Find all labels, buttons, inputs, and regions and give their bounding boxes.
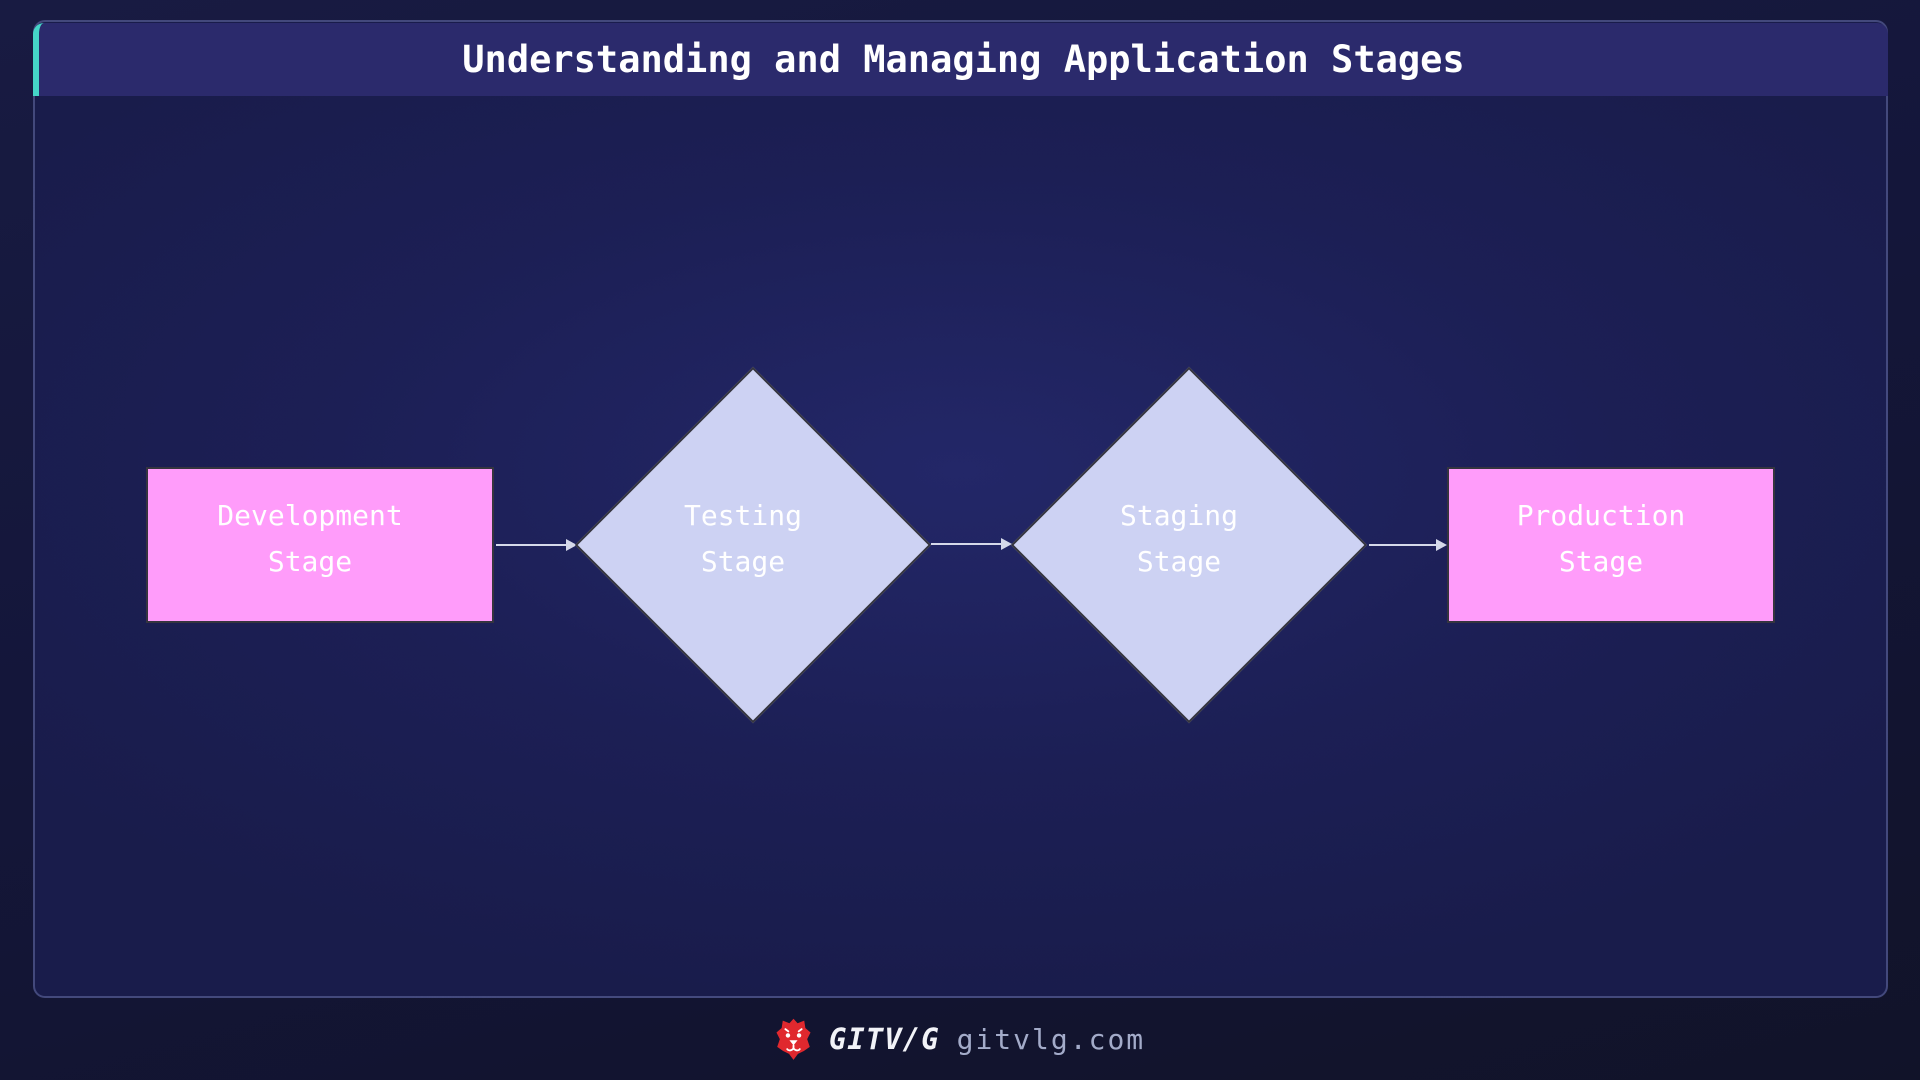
node-production-label: Production Stage — [1517, 493, 1686, 585]
title-bar: Understanding and Managing Application S… — [33, 23, 1888, 96]
node-label-line: Production — [1516, 499, 1686, 532]
node-development-label: Development Stage — [217, 493, 402, 585]
node-staging-label: Staging Stage — [1001, 361, 1357, 717]
node-label-line: Testing — [683, 499, 802, 532]
node-label-line: Stage — [1136, 545, 1222, 578]
node-label-line: Stage — [700, 545, 786, 578]
edge-line — [496, 544, 567, 546]
arrowhead-icon — [1436, 539, 1447, 551]
node-staging-stage: Staging Stage — [1010, 366, 1368, 724]
lion-icon — [776, 1018, 811, 1060]
node-testing-stage: Testing Stage — [574, 366, 932, 724]
node-label-line: Stage — [267, 545, 353, 578]
node-development-stage: Development Stage — [146, 467, 494, 623]
brand-domain: gitvlg.com — [956, 1022, 1146, 1056]
node-label-line: Development — [217, 499, 403, 532]
arrowhead-icon — [566, 539, 577, 551]
edge-line — [1369, 544, 1437, 546]
node-testing-label: Testing Stage — [565, 361, 921, 717]
footer-watermark: GITV/G gitvlg.com — [0, 998, 1920, 1080]
brand-name: GITV/G — [828, 1022, 940, 1056]
node-production-stage: Production Stage — [1447, 467, 1775, 623]
node-label-line: Staging — [1119, 499, 1238, 532]
arrowhead-icon — [1001, 538, 1012, 550]
page-title: Understanding and Managing Application S… — [462, 38, 1465, 81]
edge-line — [931, 543, 1002, 545]
node-label-line: Stage — [1558, 545, 1644, 578]
